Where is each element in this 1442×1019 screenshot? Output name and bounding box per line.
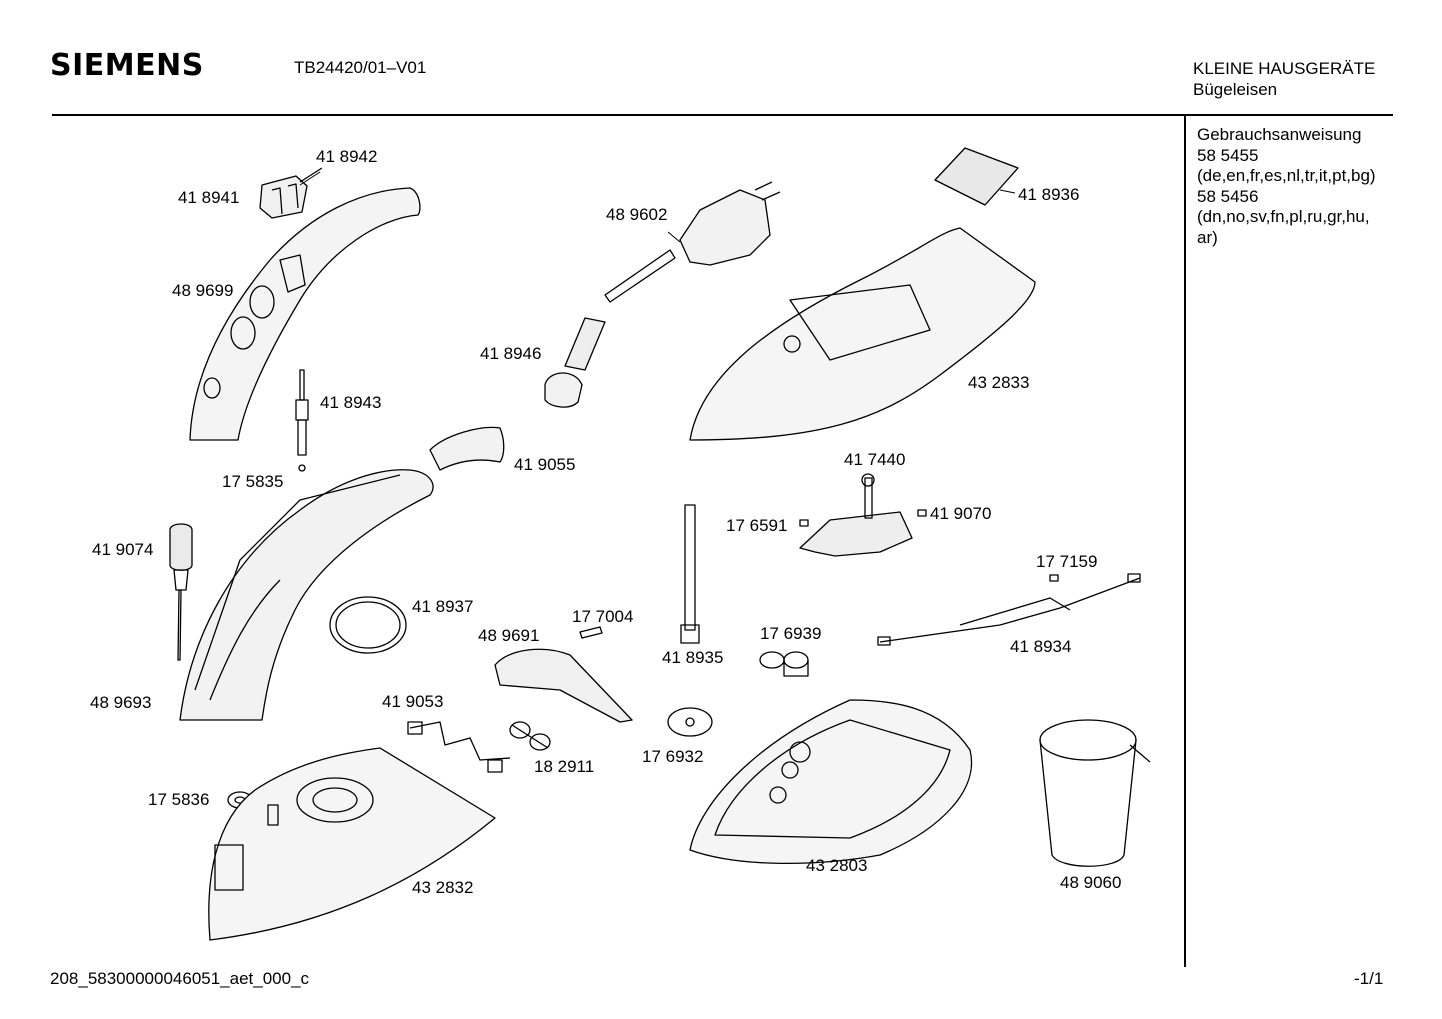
part-label: 41 8942 [316, 147, 378, 166]
part-label: 17 6591 [726, 516, 788, 535]
part-label: 17 6939 [760, 624, 822, 643]
part-drawing-489602 [604, 181, 781, 303]
part-drawing-418941 [259, 167, 323, 219]
header-divider [52, 114, 1393, 116]
category-block: KLEINE HAUSGERÄTE Bügeleisen [1193, 58, 1375, 100]
part-label: 41 8935 [662, 648, 724, 667]
part-label: 17 7159 [1036, 552, 1098, 571]
manual-entry: ar) [1197, 227, 1218, 247]
brand-logo: SIEMENS [50, 48, 204, 83]
part-drawing-176939 [759, 651, 809, 677]
part-label: 18 2911 [534, 757, 595, 776]
manual-title: Gebrauchsanweisung [1197, 125, 1362, 144]
part-drawing-489691 [494, 648, 633, 723]
part-label: 41 8934 [1010, 637, 1072, 656]
part-label: 43 2833 [968, 373, 1030, 392]
part-label: 41 9070 [930, 504, 992, 523]
part-drawing-432803 [689, 699, 973, 865]
part-drawing-418934 [877, 573, 1141, 646]
part-drawing-489060 [1039, 719, 1151, 867]
part-label: 17 7004 [572, 607, 634, 626]
manual-entry: 58 5456 [1197, 186, 1259, 206]
part-drawing-419053 [407, 721, 511, 773]
document-id: 208_58300000046051_aet_000_c [50, 969, 310, 988]
sidebar-divider [1184, 116, 1186, 967]
part-drawing-182911 [509, 721, 551, 751]
part-label: 48 9060 [1060, 873, 1122, 892]
part-label: 43 2832 [412, 878, 474, 897]
part-drawing-418943 [295, 369, 309, 472]
part-label: 17 5835 [222, 472, 284, 491]
part-drawing-417440 [799, 473, 913, 557]
leader-lines [299, 171, 1016, 243]
part-drawing-418946 [544, 317, 606, 408]
part-label: 48 9693 [90, 693, 152, 712]
part-drawing-489693 [179, 469, 434, 721]
part-label: 41 8946 [480, 344, 542, 363]
part-label: 48 9699 [172, 281, 234, 300]
manual-info: Gebrauchsanweisung 58 5455 (de,en,fr,es,… [1197, 125, 1376, 248]
part-label: 48 9691 [478, 626, 540, 645]
part-drawing-418937 [329, 596, 407, 654]
part-drawing-418935 [680, 504, 700, 644]
part-drawing-419055 [429, 426, 505, 471]
manual-entry: 58 5455 [1197, 145, 1259, 165]
part-label: 41 7440 [844, 450, 906, 469]
part-label: 48 9602 [606, 205, 668, 224]
page-number: -1/1 [1354, 969, 1384, 988]
part-drawing-432832 [208, 747, 496, 941]
part-label: 41 8937 [412, 597, 474, 616]
manual-entry: (de,en,fr,es,nl,tr,it,pt,bg) [1197, 166, 1376, 185]
part-drawing-432833 [689, 227, 1036, 441]
part-drawing-489699 [189, 187, 421, 441]
model-number: TB24420/01–V01 [294, 58, 427, 77]
part-label: 17 6932 [642, 747, 704, 766]
part-label: 41 8936 [1018, 185, 1080, 204]
part-label: 41 9053 [382, 692, 444, 711]
part-drawing-419074 [169, 523, 193, 661]
part-drawing-176932 [667, 707, 713, 737]
part-label: 41 9074 [92, 540, 154, 559]
part-label: 41 9055 [514, 455, 576, 474]
manual-entry: (dn,no,sv,fn,pl,ru,gr,hu, [1197, 207, 1370, 226]
screw-drawings [579, 509, 1059, 639]
part-label: 43 2803 [806, 856, 868, 875]
category: KLEINE HAUSGERÄTE [1193, 59, 1376, 78]
subcategory: Bügeleisen [1193, 80, 1278, 99]
part-label: 17 5836 [148, 790, 210, 809]
part-label: 41 8943 [320, 393, 382, 412]
part-drawing-418936 [934, 147, 1019, 206]
part-label: 41 8941 [178, 188, 240, 207]
